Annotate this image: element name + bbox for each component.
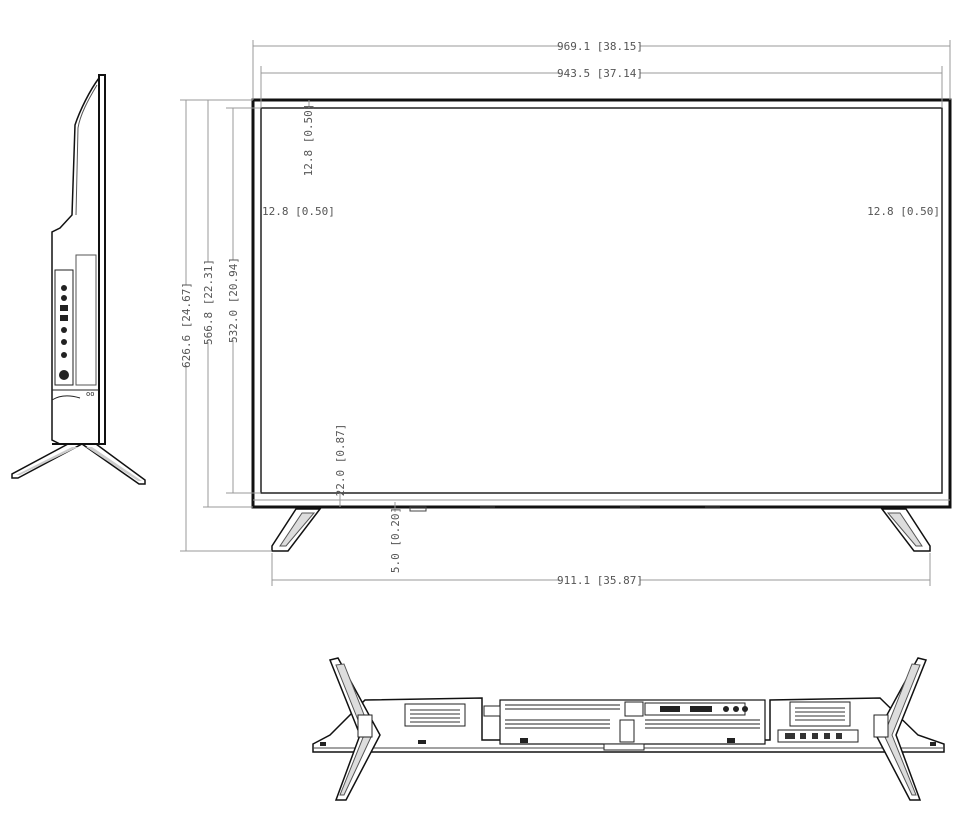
overall-height-label: 626.6 [24.67] [180, 282, 193, 368]
panel-width-label: 943.5 [37.14] [557, 67, 643, 80]
front-view: 969.1 [38.15] 943.5 [37.14] 12.8 [0.50] … [179, 39, 952, 587]
body-height-label: 566.8 [22.31] [202, 259, 215, 345]
stand-span-label: 911.1 [35.87] [557, 574, 643, 587]
svg-text:oo: oo [86, 390, 94, 398]
tv-outer-frame [251, 98, 952, 509]
bezel-top-label: 12.8 [0.50] [302, 104, 315, 177]
overall-width-label: 969.1 [38.15] [557, 40, 643, 53]
front-left-stand [271, 508, 322, 552]
bottom-left-stand [328, 657, 381, 801]
tv-screen [260, 107, 943, 494]
panel-height-label: 532.0 [20.94] [227, 257, 240, 343]
bottom-right-stand [873, 657, 928, 801]
front-right-stand [880, 508, 931, 552]
bezel-right-label: 12.8 [0.50] [867, 205, 940, 218]
side-stand [11, 443, 146, 485]
stand-gap-label: 5.0 [0.20] [389, 507, 402, 573]
bottom-view [312, 657, 945, 801]
vent-grilles [404, 701, 851, 727]
bezel-bottom-label: 22.0 [0.87] [334, 424, 347, 497]
side-view: oo [11, 74, 146, 485]
bezel-left-label: 12.8 [0.50] [262, 205, 335, 218]
